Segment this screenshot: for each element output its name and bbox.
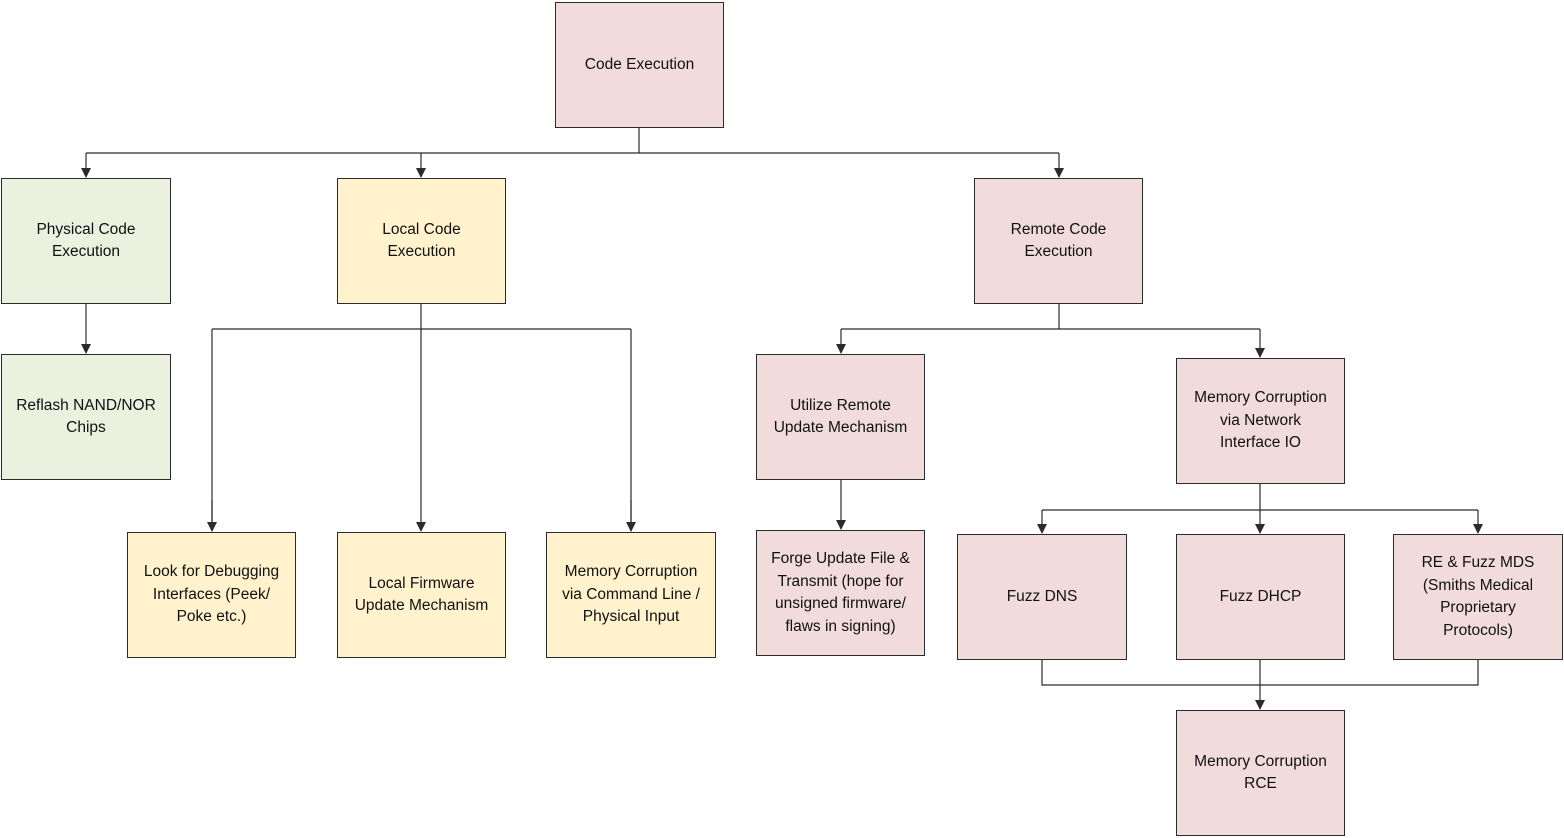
- node-forge-update-file: Forge Update File & Transmit (hope for u…: [756, 530, 925, 656]
- connector-remote-bus: [841, 304, 1260, 330]
- node-utilize-remote-update: Utilize Remote Update Mechanism: [756, 354, 925, 480]
- node-reflash-chips: Reflash NAND/NOR Chips: [1, 354, 171, 480]
- node-fuzz-dhcp: Fuzz DHCP: [1176, 534, 1345, 660]
- connector-root-bus: [86, 128, 1059, 154]
- node-code-execution: Code Execution: [555, 2, 724, 128]
- node-fuzz-dns: Fuzz DNS: [957, 534, 1127, 660]
- connector-memnet-bus: [1042, 484, 1478, 511]
- node-remote-code-execution: Remote Code Execution: [974, 178, 1143, 304]
- node-local-code-execution: Local Code Execution: [337, 178, 506, 304]
- node-local-firmware-update: Local Firmware Update Mechanism: [337, 532, 506, 658]
- node-debugging-interfaces: Look for Debugging Interfaces (Peek/ Pok…: [127, 532, 296, 658]
- node-re-fuzz-mds: RE & Fuzz MDS (Smiths Medical Proprietar…: [1393, 534, 1563, 660]
- node-memory-corruption-rce: Memory Corruption RCE: [1176, 710, 1345, 836]
- node-physical-code-execution: Physical Code Execution: [1, 178, 171, 304]
- node-memory-corruption-cli: Memory Corruption via Command Line / Phy…: [546, 532, 716, 658]
- node-memory-corruption-network: Memory Corruption via Network Interface …: [1176, 358, 1345, 484]
